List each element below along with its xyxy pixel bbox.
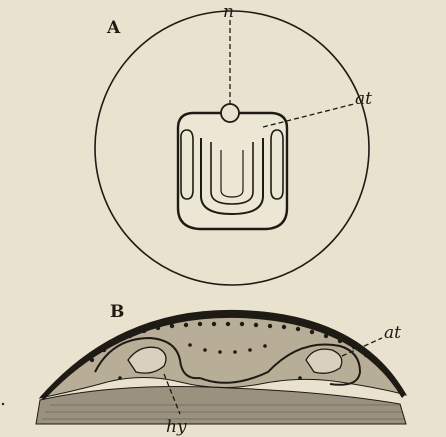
label-hy: hy — [166, 417, 187, 437]
panel-a-letter: A — [106, 18, 121, 38]
margin-dot — [2, 403, 4, 405]
nucleus-circle — [221, 104, 239, 122]
label-n: n — [223, 2, 234, 22]
label-at-a: at — [355, 89, 372, 109]
panel-b-letter: B — [110, 302, 124, 322]
label-at-b: at — [384, 323, 401, 343]
